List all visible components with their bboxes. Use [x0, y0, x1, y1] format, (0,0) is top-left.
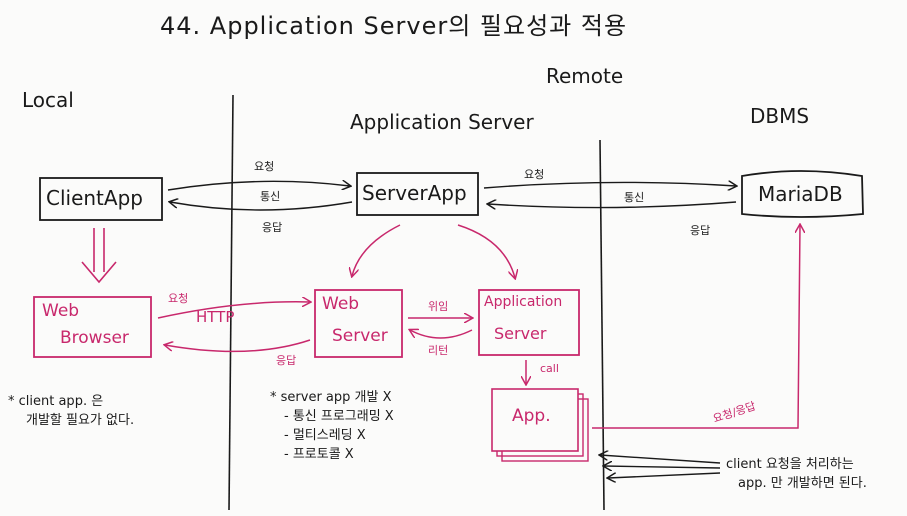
client-to-server-arrow: [167, 181, 350, 191]
page-title: 44. Application Server의 필요성과 적용: [160, 12, 628, 40]
client-to-browser-arrowhead: [81, 261, 117, 284]
server-to-db-arrow: [483, 182, 736, 188]
web-browser-box: [33, 296, 152, 358]
app-server-label-2: Server: [494, 324, 547, 343]
web-browser-label-2: Browser: [60, 328, 129, 348]
server-to-client-arrow: [170, 202, 353, 211]
web-server-label-2: Server: [332, 326, 388, 346]
label-comm-db: 통신: [624, 191, 645, 204]
webserver-to-browser-arrow: [165, 339, 311, 353]
browser-to-webserver-arrow: [157, 302, 310, 319]
label-response-db: 응답: [690, 224, 711, 237]
web-browser-label-1: Web: [42, 301, 80, 321]
note-server-line-4: - 프로토콜 X: [284, 447, 354, 462]
server-app-label: ServerApp: [362, 181, 467, 205]
label-comm: 통신: [260, 190, 281, 203]
label-http-response: 응답: [276, 354, 297, 367]
note-pointer-1: [600, 455, 721, 464]
app-box: [491, 388, 579, 452]
db-to-server-arrow: [488, 202, 737, 208]
label-http-request: 요청: [168, 292, 189, 305]
region-dbms-label: DBMS: [750, 104, 810, 128]
label-request-db: 요청: [524, 168, 545, 181]
note-server-line-2: - 통신 프로그래밍 X: [284, 409, 394, 424]
serverapp-to-webserver-arrow: [352, 224, 401, 276]
label-delegate: 위임: [428, 300, 449, 313]
note-app-line-2: app. 만 개발하면 된다.: [738, 476, 867, 491]
note-server: * server app 개발 X - 통신 프로그래밍 X - 멀티스레딩 X…: [270, 388, 394, 464]
label-call: call: [540, 362, 559, 375]
client-app-label: ClientApp: [46, 186, 143, 210]
app-label: App.: [512, 406, 551, 426]
note-pointer-2: [604, 466, 721, 468]
web-server-label-1: Web: [322, 294, 360, 314]
note-client-line-1: * client app. 은: [8, 394, 104, 409]
region-appserver-label: Application Server: [350, 110, 534, 134]
label-request: 요청: [254, 160, 275, 173]
maria-db-shape: [741, 170, 864, 218]
app-server-label-1: Application: [484, 294, 563, 310]
label-result: 리턴: [428, 344, 449, 357]
note-app-line-1: client 요청을 처리하는: [726, 457, 854, 472]
note-server-line-3: - 멀티스레딩 X: [284, 428, 366, 443]
divider-local-remote: [228, 94, 234, 511]
note-app: client 요청을 처리하는 app. 만 개발하면 된다.: [726, 455, 867, 493]
client-app-box: [39, 177, 163, 221]
label-response: 응답: [262, 221, 283, 234]
note-server-line-1: * server app 개발 X: [270, 390, 392, 405]
server-app-box: [356, 172, 479, 216]
application-server-box: [478, 289, 580, 356]
maria-db-label: MariaDB: [758, 182, 843, 206]
note-pointer-3: [608, 472, 721, 478]
label-http: HTTP: [196, 308, 235, 326]
region-local-label: Local: [22, 88, 74, 112]
divider-appserver-dbms: [599, 139, 605, 511]
note-client-line-2: 개발할 필요가 없다.: [26, 413, 135, 428]
note-client: * client app. 은 개발할 필요가 없다.: [8, 392, 134, 430]
region-remote-label: Remote: [546, 64, 624, 88]
app-to-db-line: [592, 225, 800, 429]
appserver-to-webserver-arrow: [410, 330, 473, 339]
web-server-box: [314, 289, 403, 358]
serverapp-to-appserver-arrow: [457, 224, 515, 278]
